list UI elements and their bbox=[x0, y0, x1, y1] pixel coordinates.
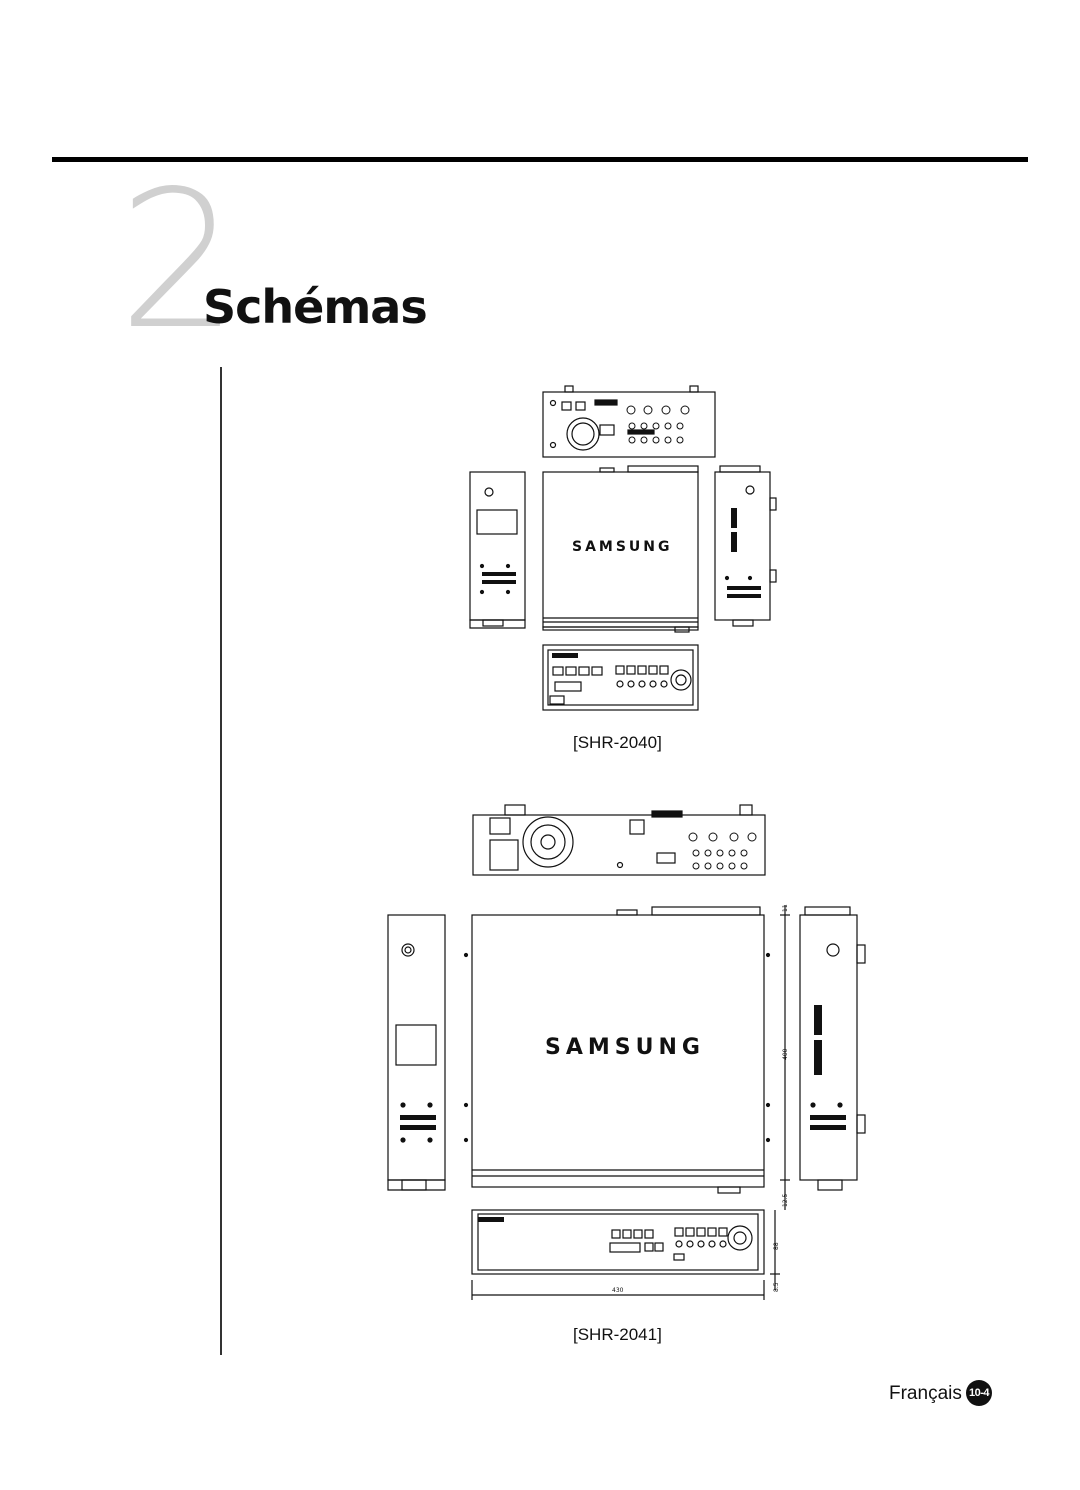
shr2040-right-side-view bbox=[714, 465, 777, 627]
top-rule bbox=[52, 157, 1028, 162]
side-rule bbox=[220, 367, 222, 1355]
shr2041-left-side-view bbox=[387, 914, 446, 1191]
section-title: Schémas bbox=[203, 280, 428, 334]
dimension-width-label: 430 bbox=[612, 1287, 624, 1294]
shr2041-right-side-view bbox=[780, 905, 866, 1210]
dimension-bottom-offset-label: 12.5 bbox=[782, 1193, 789, 1207]
shr2040-rear-view bbox=[542, 385, 716, 458]
dimension-top-offset-label: 11 bbox=[782, 904, 789, 912]
shr2040-top-view bbox=[542, 465, 699, 633]
shr2040-brand-logo: SAMSUNG bbox=[572, 539, 673, 555]
figure-caption-shr2041: [SHR-2041] bbox=[573, 1325, 662, 1344]
dimension-foot-label: 8.5 bbox=[773, 1282, 780, 1292]
shr2041-top-view bbox=[463, 906, 771, 1194]
page-number-badge: 10-4 bbox=[966, 1380, 992, 1406]
footer-language: Français bbox=[889, 1383, 962, 1404]
figure-caption-shr2040: [SHR-2040] bbox=[573, 733, 662, 752]
shr2041-front-view bbox=[471, 1209, 780, 1300]
dimension-depth-label: 400 bbox=[782, 1048, 789, 1060]
shr2040-front-view bbox=[542, 644, 699, 711]
section-number: 2 bbox=[118, 150, 239, 371]
dimension-height-label: 88 bbox=[773, 1242, 780, 1250]
shr2040-left-side-view bbox=[469, 471, 526, 629]
shr2041-brand-logo: SAMSUNG bbox=[545, 1035, 705, 1060]
shr2041-rear-view bbox=[472, 804, 766, 876]
